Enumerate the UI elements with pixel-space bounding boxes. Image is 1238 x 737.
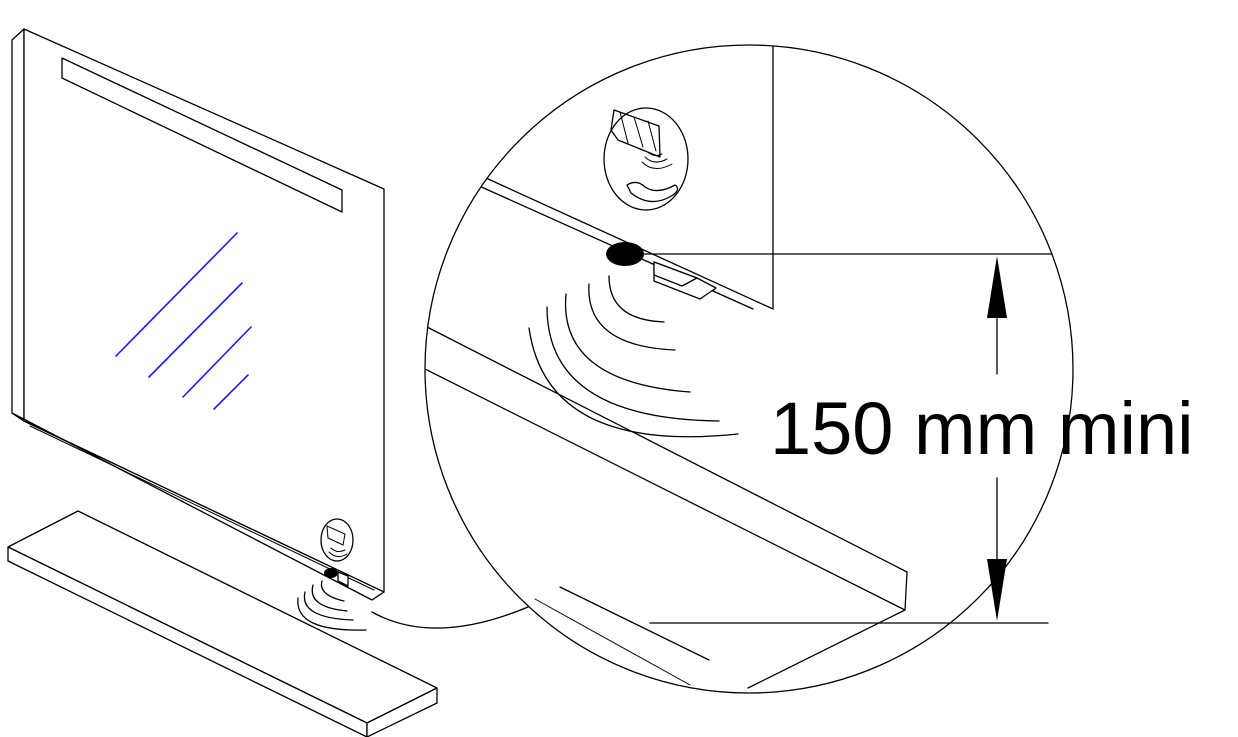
sensor-wave-icon [297,568,367,631]
led-light-strip [61,57,343,213]
large-sensor-wave-icon [528,275,739,438]
mirror [11,28,385,601]
large-motion-sensor-hand-icon [603,107,689,211]
motion-sensor-hand-icon [320,518,354,562]
shelf [7,510,438,737]
arrow-up-icon [987,256,1007,318]
height-dimension [624,253,1053,624]
dimension-label: 150 mm mini [770,387,1194,470]
arrow-down-icon [987,559,1007,621]
magnified-detail [424,44,1074,694]
magnifier-leader-line [371,597,549,629]
mirror-reflection [115,232,252,410]
